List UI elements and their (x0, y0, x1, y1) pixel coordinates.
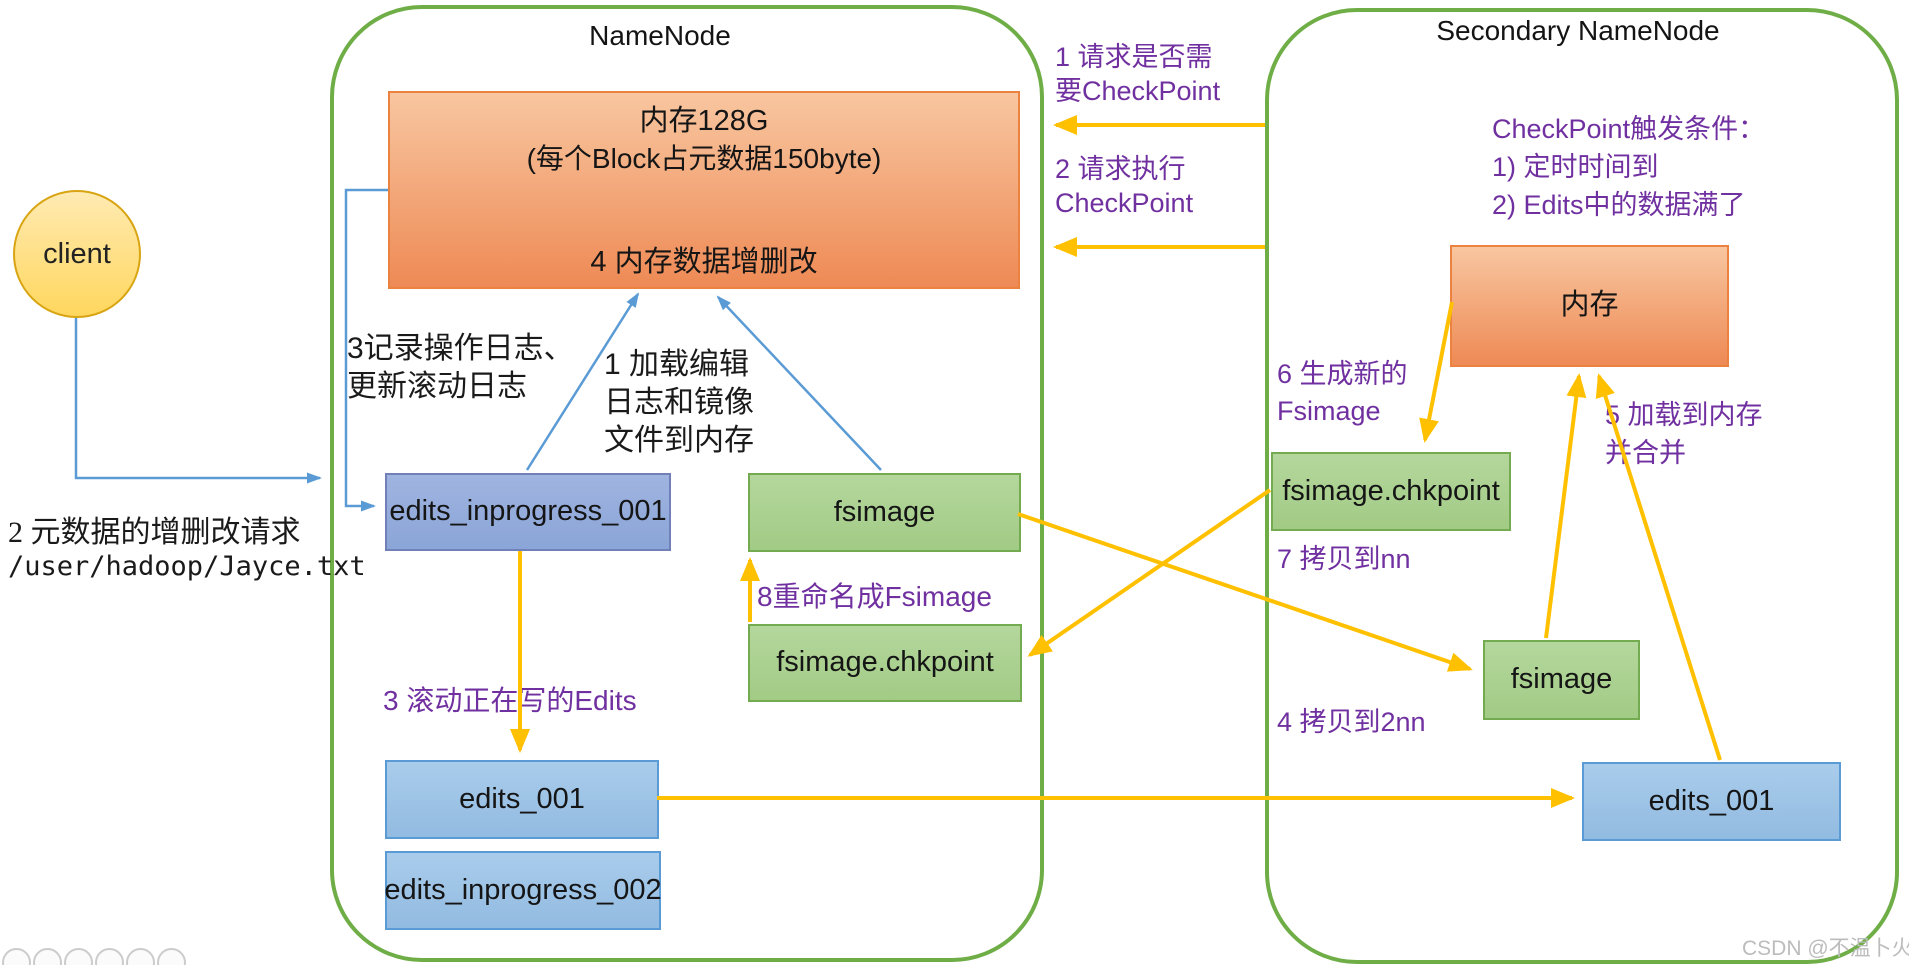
memory-block-note: (每个Block占元数据150byte) (526, 143, 882, 174)
nn-fsimage-box: fsimage (748, 473, 1021, 552)
client-request-line2: /user/hadoop/Jayce.txt (8, 551, 366, 582)
checkpoint-trigger-label: CheckPoint触发条件： 1) 定时时间到 2) Edits中的数据满了 (1492, 114, 1766, 220)
reaction-icon[interactable] (2, 948, 31, 965)
reaction-icon[interactable] (64, 948, 93, 965)
load-to-memory-label: 1 加载编辑 日志和镜像 文件到内存 (604, 348, 754, 457)
watermark: CSDN @不温卜火 (1742, 937, 1909, 960)
reaction-icon[interactable] (157, 948, 186, 965)
reaction-icon[interactable] (95, 948, 124, 965)
copy-to-nn-label: 7 拷贝到nn (1277, 544, 1411, 574)
reaction-icon[interactable] (126, 948, 155, 965)
copy-to-2nn-label: 4 拷贝到2nn (1277, 707, 1426, 737)
client-request-line1: 2 元数据的增删改请求 (8, 516, 301, 549)
client-node: client (13, 190, 141, 318)
memory-size-label: 内存128G (639, 105, 769, 137)
secondary-memory-box: 内存 (1450, 245, 1729, 367)
snn-edits-001-box: edits_001 (1582, 762, 1841, 841)
client-label: client (43, 237, 111, 270)
copy-chkpoint-to-nn-arrow (1027, 488, 1272, 657)
secondary-namenode-title: Secondary NameNode (1436, 15, 1720, 46)
nn-edits-inprogress-002-box: edits_inprogress_002 (384, 851, 662, 930)
roll-edits-label: 3 滚动正在写的Edits (383, 685, 637, 716)
generate-fsimage-label: 6 生成新的 Fsimage (1277, 359, 1408, 426)
nn-edits-001-box: edits_001 (385, 760, 659, 839)
nn-edits-inprogress-001-box: edits_inprogress_001 (385, 473, 671, 551)
rename-fsimage-label: 8重命名成Fsimage (757, 581, 992, 612)
snn-fsimage-box: fsimage (1483, 640, 1640, 720)
snn-fsimage-chkpoint-box: fsimage.chkpoint (1271, 452, 1511, 531)
load-merge-label: 5 加载到内存 并合并 (1605, 400, 1763, 468)
namenode-title: NameNode (589, 20, 731, 51)
memory-step4-label: 4 内存数据增删改 (590, 245, 818, 278)
client-request-arrow (74, 318, 322, 484)
record-oplog-label: 3记录操作日志、 更新滚动日志 (347, 332, 574, 403)
request-checkpoint-label: 1 请求是否需 要CheckPoint (1055, 42, 1221, 106)
nn-fsimage-chkpoint-box: fsimage.chkpoint (748, 624, 1022, 702)
client-request-label: 2 元数据的增删改请求 /user/hadoop/Jayce.txt (8, 516, 366, 584)
execute-checkpoint-label: 2 请求执行 CheckPoint (1055, 154, 1194, 218)
namenode-memory-box: 内存128G (每个Block占元数据150byte) 4 内存数据增删改 (388, 91, 1020, 289)
reaction-icon[interactable] (33, 948, 62, 965)
